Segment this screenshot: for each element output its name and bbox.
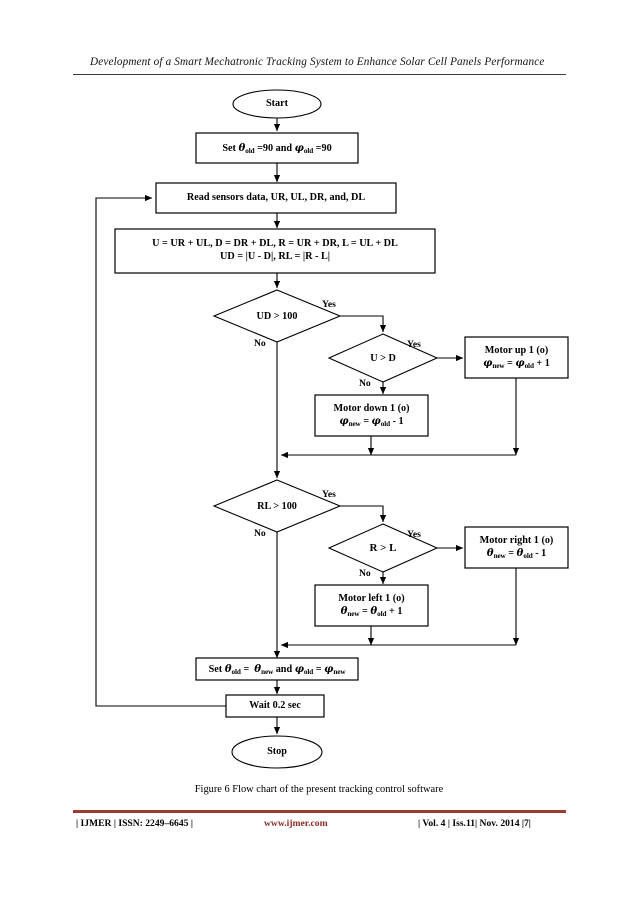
header-divider — [73, 74, 566, 75]
node-dec-ugtd-shape — [327, 333, 439, 383]
node-motor-up-shape — [464, 336, 569, 379]
feedback-loop-edge — [95, 194, 226, 707]
node-dec-rl-shape — [212, 479, 342, 533]
node-motor-left-shape — [314, 584, 429, 627]
node-motor-down-shape — [314, 394, 429, 437]
node-wait-shape — [225, 694, 325, 718]
footer-journal-issn: | IJMER | ISSN: 2249–6645 | — [76, 818, 193, 829]
footer-divider — [73, 810, 566, 813]
node-stop-shape — [231, 735, 323, 769]
node-update-shape — [195, 657, 359, 681]
node-read-shape — [155, 182, 397, 214]
node-start-shape — [232, 89, 322, 119]
node-init-shape — [195, 132, 359, 164]
running-header-title: Development of a Smart Mechatronic Track… — [90, 56, 545, 68]
footer-website-link[interactable]: www.ijmer.com — [264, 818, 328, 829]
node-dec-ud-shape — [212, 289, 342, 343]
node-dec-rgtl-shape — [327, 523, 439, 573]
figure-caption: Figure 6 Flow chart of the present track… — [194, 784, 444, 795]
node-compute-shape — [114, 228, 436, 274]
footer-volume-info: | Vol. 4 | Iss.11| Nov. 2014 |7| — [418, 818, 531, 829]
node-motor-right-shape — [464, 526, 569, 569]
